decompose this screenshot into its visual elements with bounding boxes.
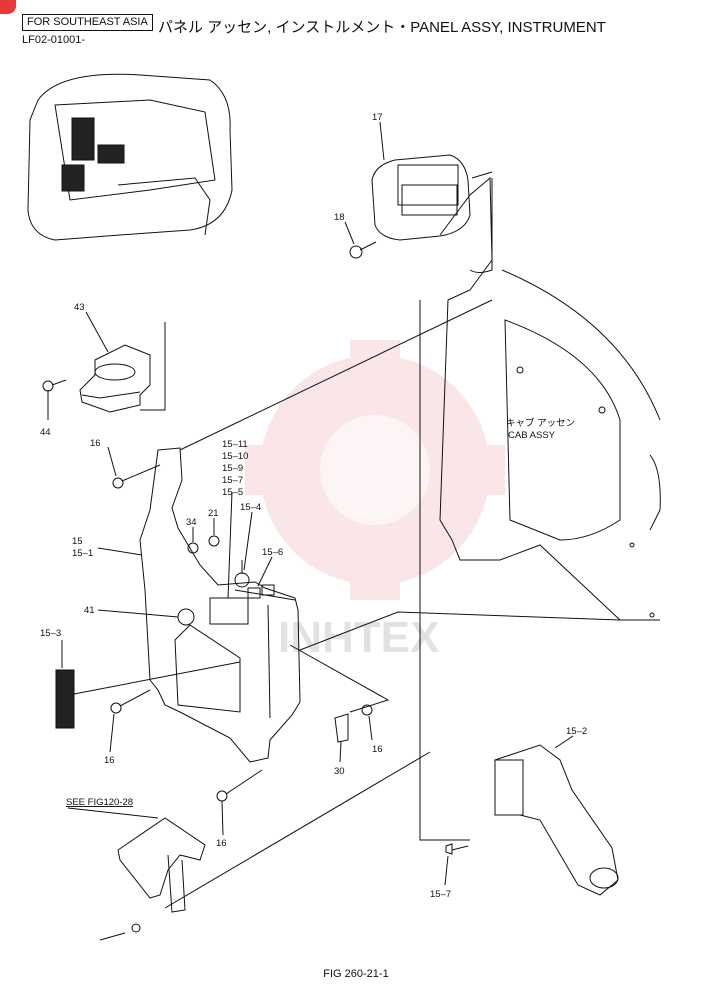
side-panel-part (139, 447, 301, 763)
cab-assy-jp: キャブ アッセン (506, 417, 575, 429)
callout-15-9: 15–9 (222, 463, 243, 474)
watermark-text: INHTEX (278, 613, 439, 662)
duct-15-2-part (494, 744, 619, 896)
bracket-part (99, 817, 206, 941)
callout-15-7b: 15–7 (430, 889, 451, 900)
callout-16d: 16 (372, 744, 383, 755)
figure-footer: FIG 260-21-1 (323, 968, 389, 980)
figure-code: LF02-01001- (22, 34, 85, 46)
part-30 (334, 713, 349, 743)
instrument-meter-part (371, 154, 493, 241)
callout-15-11: 15–11 (222, 439, 248, 450)
screw-15-7-part (445, 843, 469, 855)
cab-assy-outline (439, 176, 661, 621)
screw-16b-part (110, 689, 151, 714)
knob-15-4-part (234, 560, 250, 588)
callout-41: 41 (84, 605, 95, 616)
callout-15: 15 (72, 536, 83, 547)
see-fig-reference: SEE FIG120-28 (66, 797, 133, 808)
callout-15-7a: 15–7 (222, 475, 243, 486)
callout-15-1: 15–1 (72, 548, 93, 559)
callout-16c: 16 (216, 838, 227, 849)
grommet-34-part (187, 542, 199, 554)
callout-16b: 16 (104, 755, 115, 766)
callout-17: 17 (372, 112, 383, 123)
callout-30: 30 (334, 766, 345, 777)
callout-15-4: 15–4 (240, 502, 261, 513)
bolt-44-part (42, 379, 67, 392)
callout-43: 43 (74, 302, 85, 313)
leader-lines (47, 121, 621, 909)
callout-34: 34 (186, 517, 197, 528)
region-tag: FOR SOUTHEAST ASIA (22, 14, 153, 31)
page-title: パネル アッセン, インストルメント・PANEL ASSY, INSTRUMEN… (158, 19, 606, 36)
switch-15-6-part (247, 584, 275, 599)
machine-overview-icon (27, 73, 233, 241)
bolt-18-part (349, 241, 377, 259)
callout-15-3: 15–3 (40, 628, 61, 639)
callout-15-10: 15–10 (222, 451, 248, 462)
callout-labels: 17 18 43 44 16 15–11 15–10 15–9 15–7 15–… (40, 112, 587, 900)
callout-44: 44 (40, 427, 51, 438)
screw-16c-part (216, 769, 263, 802)
callout-21: 21 (208, 508, 219, 519)
callout-15-5: 15–5 (222, 487, 243, 498)
screw-16a-part (112, 464, 161, 489)
callout-15-2: 15–2 (566, 726, 587, 737)
cup-holder-part (79, 344, 151, 413)
screw-16d-part (361, 704, 373, 716)
part-15-3 (55, 669, 75, 729)
callout-16a: 16 (90, 438, 101, 449)
corner-marker (0, 0, 16, 14)
nut-21-part (208, 535, 220, 547)
callout-18: 18 (334, 212, 345, 223)
cab-assy-en: CAB ASSY (508, 430, 556, 441)
callout-15-6: 15–6 (262, 547, 283, 558)
